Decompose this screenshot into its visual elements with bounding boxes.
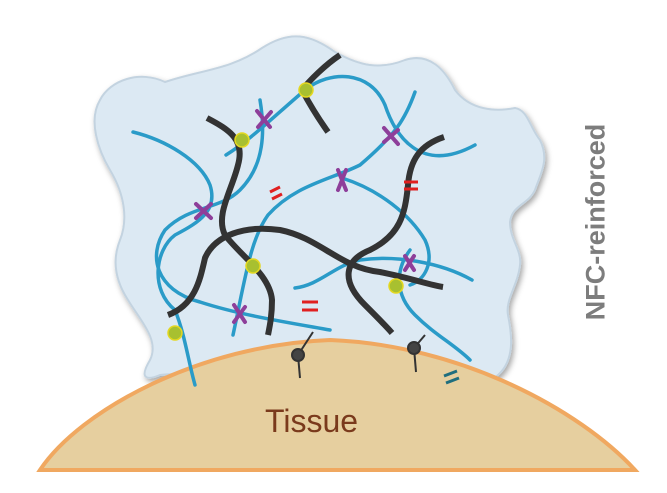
purple-crosslinks: [194, 109, 416, 324]
red-double-bonds: [269, 180, 418, 312]
tissue-label: Tissue: [265, 403, 359, 439]
blue-fibers: [131, 74, 477, 387]
green-crosslinks: [167, 82, 404, 341]
teal-double-bond: [443, 369, 460, 385]
hydrogel-body: [93, 35, 546, 387]
hydrogel-label: NFC-reinforced: [580, 123, 611, 321]
tissue: [36, 337, 640, 472]
tissue-anchors: [291, 331, 426, 379]
